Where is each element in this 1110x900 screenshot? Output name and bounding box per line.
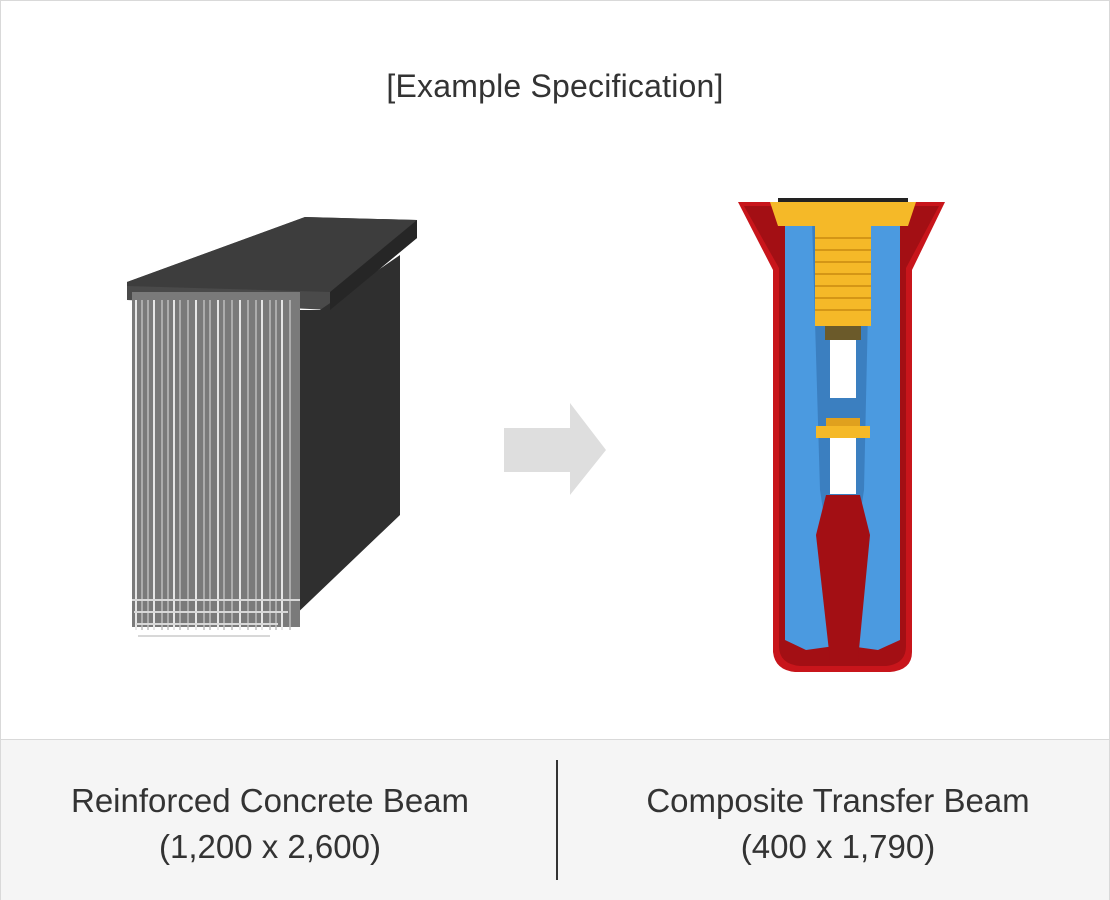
left-beam-name: Reinforced Concrete Beam (70, 782, 470, 819)
composite-transfer-beam-illustration (738, 198, 945, 672)
caption-bar (1, 739, 1109, 900)
left-caption: Reinforced Concrete Beam (1,200 x 2,600) (0, 778, 540, 870)
page-title: [Example Specification] (386, 68, 724, 104)
reinforced-concrete-beam-illustration (127, 217, 417, 637)
right-arrow-icon (504, 403, 606, 495)
left-beam-size: (1,200 x 2,600) (159, 828, 381, 865)
caption-divider (556, 760, 558, 880)
right-caption: Composite Transfer Beam (400 x 1,790) (568, 778, 1108, 870)
right-beam-name: Composite Transfer Beam (646, 782, 1030, 819)
right-beam-size: (400 x 1,790) (740, 828, 936, 865)
